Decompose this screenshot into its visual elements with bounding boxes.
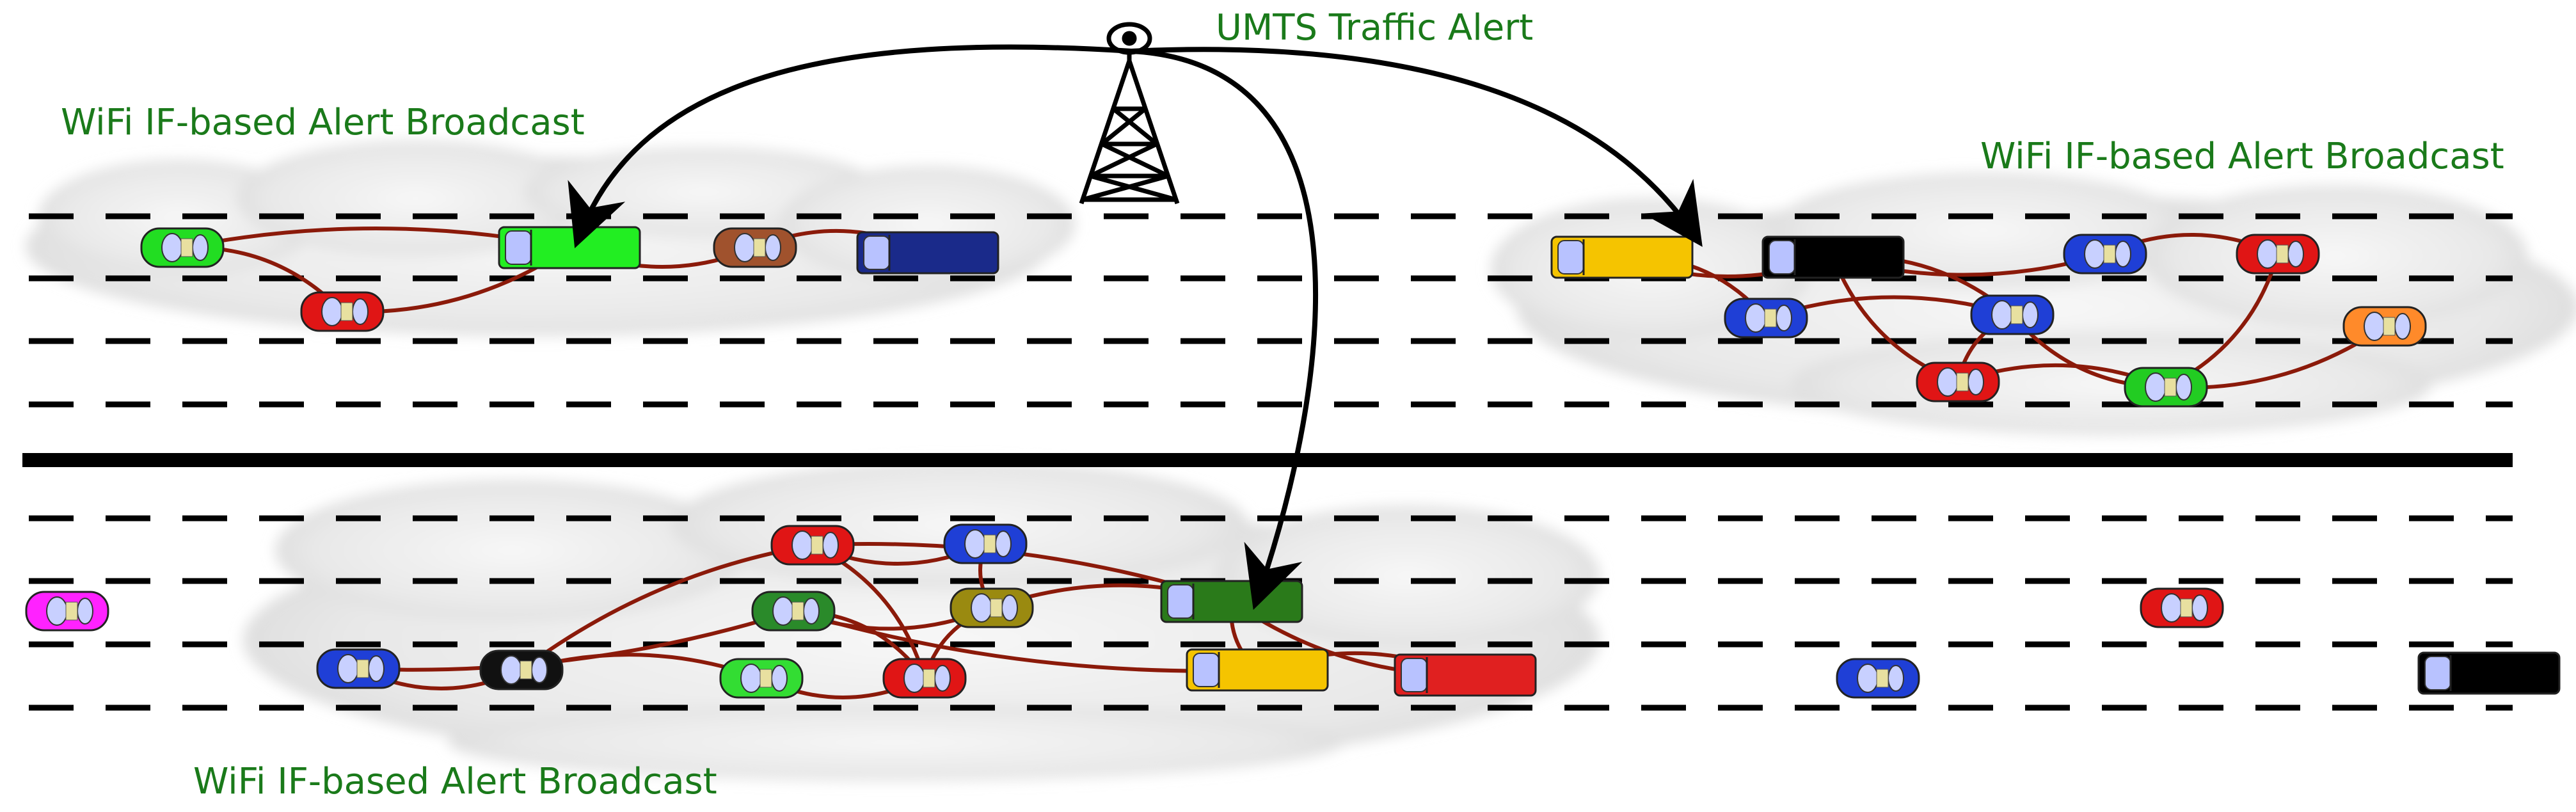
car-icon bbox=[140, 227, 225, 268]
car-icon bbox=[2124, 367, 2208, 408]
wifi-link bbox=[520, 543, 815, 672]
van-icon bbox=[2417, 651, 2561, 695]
umts-arrows bbox=[568, 44, 1703, 610]
car-icon bbox=[2140, 587, 2224, 628]
umts-arrow-top-right bbox=[1131, 47, 1703, 247]
car-icon bbox=[300, 291, 385, 332]
van-icon bbox=[1160, 580, 1303, 623]
umts-arrow-bottom bbox=[1131, 49, 1318, 610]
van-icon bbox=[1761, 235, 1905, 279]
van-icon bbox=[1394, 653, 1537, 697]
van-icon bbox=[1550, 235, 1694, 279]
car-icon bbox=[316, 648, 401, 689]
road-median bbox=[22, 453, 2513, 467]
car-icon bbox=[2063, 234, 2147, 275]
car-icon bbox=[713, 227, 797, 268]
car-icon bbox=[1836, 658, 1920, 699]
car-icon bbox=[1970, 294, 2055, 335]
car-icon bbox=[1916, 362, 2000, 402]
car-icon bbox=[25, 591, 109, 632]
car-icon bbox=[719, 658, 804, 699]
umts-label: UMTS Traffic Alert bbox=[1216, 7, 1533, 49]
car-icon bbox=[770, 525, 855, 566]
car-icon bbox=[950, 587, 1034, 628]
car-icon bbox=[479, 649, 564, 690]
car-icon bbox=[1724, 298, 1808, 338]
vehicles bbox=[25, 226, 2561, 699]
car-icon bbox=[943, 523, 1028, 564]
wifi-label-bottom: WiFi IF-based Alert Broadcast bbox=[193, 761, 717, 802]
van-icon bbox=[498, 226, 641, 269]
car-icon bbox=[751, 591, 836, 632]
van-icon bbox=[1186, 648, 1329, 692]
car-icon bbox=[2236, 234, 2320, 275]
van-icon bbox=[856, 231, 999, 275]
car-icon bbox=[882, 658, 967, 699]
wifi-link bbox=[356, 609, 795, 672]
wifi-label-top-right: WiFi IF-based Alert Broadcast bbox=[1980, 136, 2504, 177]
car-icon bbox=[2342, 306, 2427, 347]
wifi-label-top-left: WiFi IF-based Alert Broadcast bbox=[61, 102, 585, 143]
umts-arrow-top-left bbox=[568, 44, 1132, 248]
cloud-bottom bbox=[243, 461, 1600, 781]
